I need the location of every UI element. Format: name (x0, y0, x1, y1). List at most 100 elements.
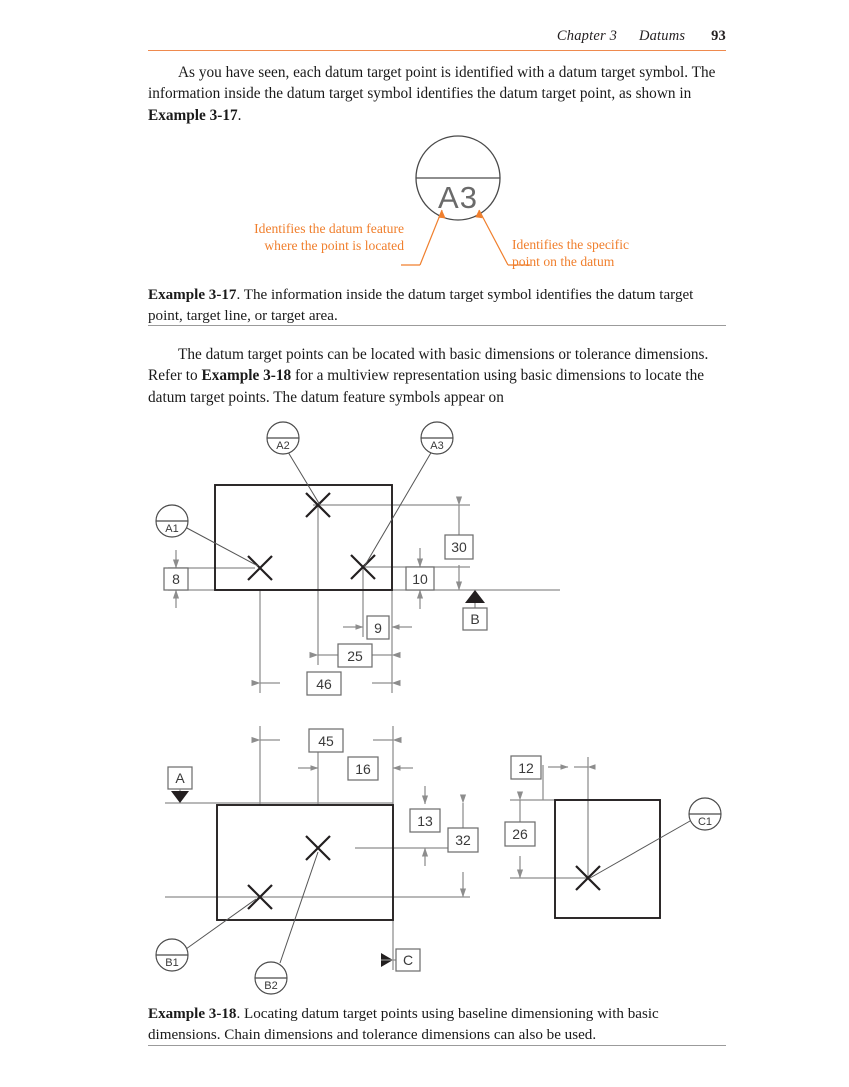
dimension-8-value: 8 (172, 571, 180, 587)
datum-target-a1: A1 (155, 504, 189, 538)
paragraph-2-head: The datum target points can be located w… (148, 346, 709, 385)
dimension-26-value: 26 (512, 826, 528, 842)
dimension-16-value: 16 (355, 761, 371, 777)
caption-3-17-label: Example 3-17 (148, 287, 237, 303)
front-view: B1 B2 45 (155, 726, 479, 995)
dimension-46-value: 46 (316, 676, 332, 692)
caption-3-18-text: . Locating datum target points using bas… (148, 1006, 659, 1043)
caption-example-3-18: Example 3-18. Locating datum target poin… (148, 1004, 726, 1046)
target-x-a2 (305, 492, 331, 518)
datum-target-a3-label: A3 (430, 440, 443, 452)
paragraph-2-reference: Example 3-18 (201, 367, 292, 385)
figure-example-3-18: .obj { fill:none; stroke:#231f20; stroke… (0, 410, 849, 995)
datum-target-a3: A3 (420, 421, 454, 455)
dimension-30: 30 (444, 496, 474, 591)
target-x-a1 (247, 555, 273, 581)
dimension-12-value: 12 (518, 760, 534, 776)
figure-example-3-17: A3 (148, 128, 726, 273)
leader-a3 (363, 450, 433, 568)
datum-feature-symbol-a: A (167, 766, 193, 803)
datum-target-a1-label: A1 (165, 523, 178, 535)
datum-target-a2-label: A2 (276, 440, 289, 452)
datum-target-symbol-text: A3 (438, 180, 478, 215)
datum-feature-b-label: B (470, 611, 479, 627)
annotation-feature-line-2: where the point is located (264, 238, 404, 253)
dimension-30-value: 30 (451, 539, 467, 555)
leader-line-point (478, 209, 509, 266)
dimension-13-value: 13 (417, 813, 433, 829)
target-x-b2 (305, 835, 331, 861)
paragraph-1-tail: . (237, 106, 242, 124)
dimension-9-value: 9 (374, 620, 382, 636)
caption-3-17-rule (148, 325, 726, 326)
paragraph-2: The datum target points can be located w… (148, 344, 726, 408)
dimension-13: 13 (409, 786, 441, 866)
paragraph-1-text: As you have seen, each datum target poin… (148, 64, 716, 103)
top-view: A1 A2 A3 8 (155, 421, 560, 696)
leader-a2 (287, 451, 321, 506)
leader-b1 (185, 898, 257, 950)
top-view-outline (214, 484, 393, 591)
dimension-12: 12 (510, 755, 596, 780)
leader-c1 (589, 820, 691, 879)
running-head-chapter: Chapter 3 (556, 28, 618, 44)
leader-b2 (279, 851, 319, 964)
datum-feature-symbol-c: C (381, 948, 421, 972)
side-view: C1 12 26 (504, 755, 722, 919)
dimension-16: 16 (298, 756, 413, 781)
datum-target-b2-label: B2 (264, 980, 277, 992)
datum-target-b1: B1 (155, 938, 189, 972)
annotation-point-line-2: point on the datum (512, 254, 615, 269)
caption-3-18-label: Example 3-18 (148, 1006, 237, 1022)
datum-feature-symbol-b: B (462, 590, 488, 631)
multiview-datum-target-drawing: .obj { fill:none; stroke:#231f20; stroke… (155, 421, 722, 995)
dimension-10: 10 (405, 548, 435, 609)
side-view-outline (554, 799, 661, 919)
header-rule (148, 50, 726, 52)
page-number: 93 (711, 28, 726, 44)
target-x-a3 (350, 554, 376, 580)
paragraph-2-tail: for a multiview representation using bas… (148, 367, 705, 406)
annotation-feature-line-1: Identifies the datum feature (254, 221, 404, 236)
datum-target-symbol-diagram: A3 (401, 135, 530, 266)
running-head-topic: Datums (638, 28, 686, 44)
caption-3-17-text: . The information inside the datum targe… (148, 287, 694, 324)
datum-feature-a-label: A (175, 770, 185, 786)
dimension-46: 46 (251, 671, 401, 696)
datum-target-c1-label: C1 (698, 816, 712, 828)
datum-feature-c-box (395, 948, 421, 972)
datum-target-b2: B2 (254, 961, 288, 995)
paragraph-1-reference: Example 3-17 (148, 106, 238, 124)
dimension-32-value: 32 (455, 832, 471, 848)
dimension-25-value: 25 (347, 648, 363, 664)
leader-arrow-point (475, 210, 483, 219)
dimension-32: 32 (447, 794, 479, 898)
datum-feature-c-label: C (403, 952, 413, 968)
annotation-point-note: Identifies the specific point on the dat… (512, 236, 722, 270)
datum-target-a2: A2 (266, 421, 300, 455)
dimension-45: 45 (251, 728, 402, 753)
caption-3-18-rule (148, 1045, 726, 1046)
dimension-8: 8 (163, 550, 189, 608)
annotation-point-line-1: Identifies the specific (512, 237, 630, 252)
datum-target-b1-label: B1 (165, 957, 178, 969)
datum-feature-a-triangle (171, 791, 189, 803)
datum-feature-b-triangle (465, 590, 485, 603)
front-view-outline (216, 804, 394, 921)
leader-arrow-feature (438, 210, 446, 219)
dimension-9: 9 (343, 615, 412, 640)
dimension-45-value: 45 (318, 733, 334, 749)
dimension-26: 26 (504, 791, 536, 879)
dimension-25: 25 (309, 643, 401, 668)
dimension-10-value: 10 (412, 571, 428, 587)
leader-a1 (184, 526, 259, 567)
paragraph-1: As you have seen, each datum target poin… (148, 62, 726, 126)
datum-feature-b-box (462, 607, 488, 631)
target-x-b1 (247, 884, 273, 910)
datum-target-c1: C1 (688, 797, 722, 831)
running-head: Chapter 3 Datums 93 (148, 28, 726, 45)
annotation-feature-note: Identifies the datum feature where the p… (148, 220, 404, 254)
caption-example-3-17: Example 3-17. The information inside the… (148, 285, 726, 327)
target-x-c1 (575, 865, 601, 891)
